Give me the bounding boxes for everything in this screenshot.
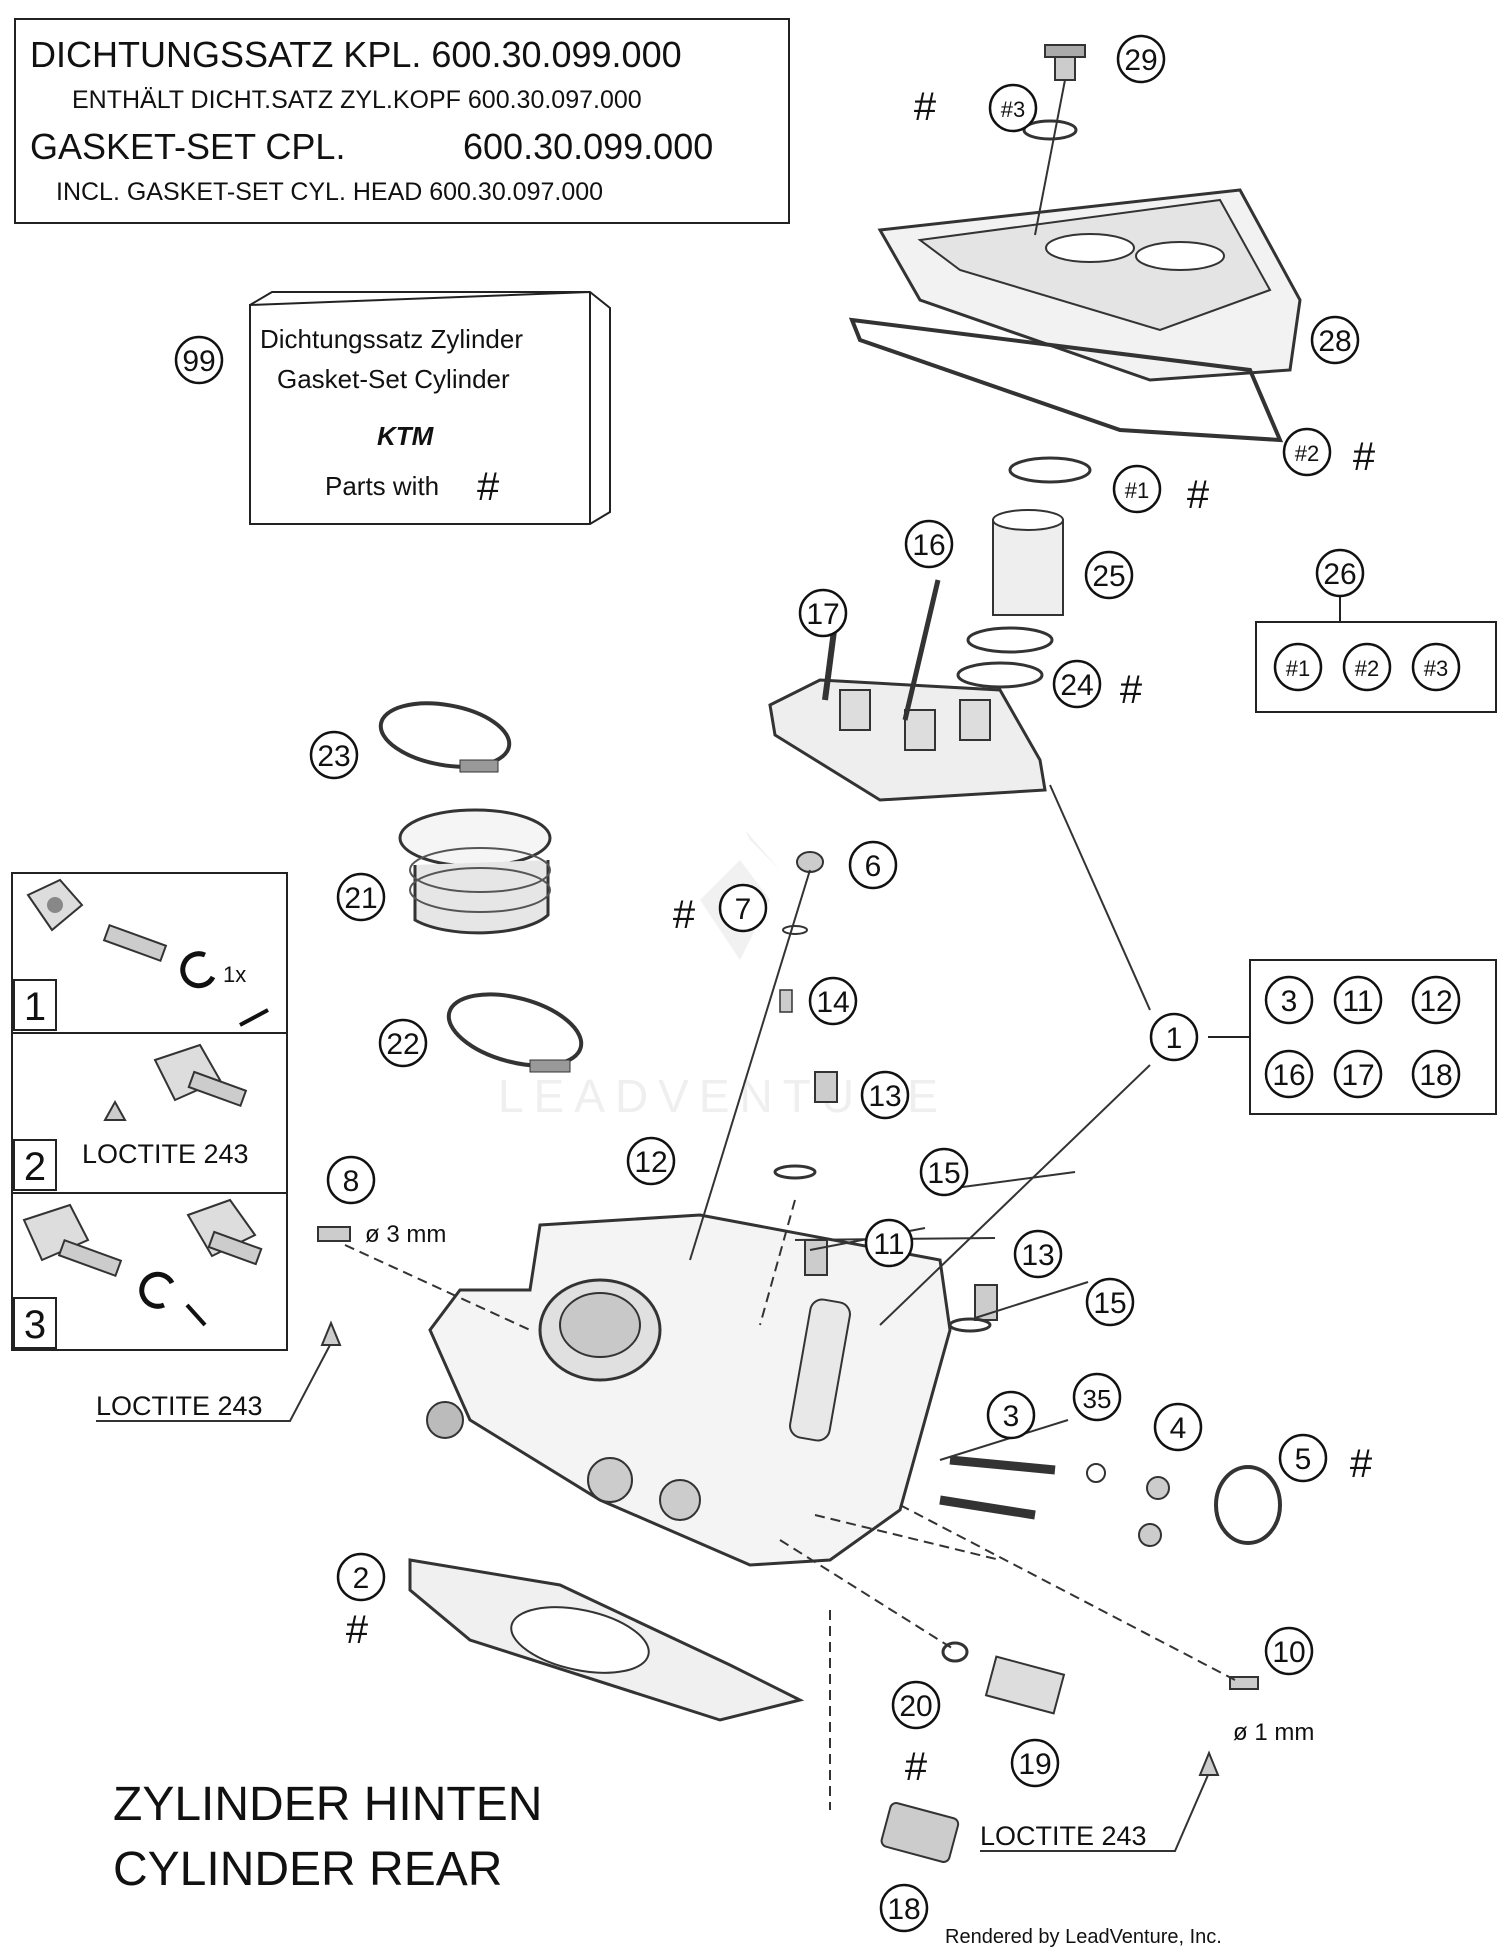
step-3-number: 3 bbox=[24, 1303, 46, 1347]
hash-mark-20: # bbox=[905, 1745, 928, 1789]
callout-19: 19 bbox=[1018, 1748, 1051, 1781]
header-en-label: GASKET-SET CPL. bbox=[30, 126, 346, 167]
hash-mark-7: # bbox=[673, 893, 696, 937]
callout-15-lower: 15 bbox=[1093, 1287, 1126, 1320]
kit-line3: Parts with bbox=[325, 471, 439, 501]
step-1-number: 1 bbox=[24, 985, 46, 1029]
kit-line2: Gasket-Set Cylinder bbox=[277, 364, 510, 394]
callout-24: 24 bbox=[1060, 669, 1093, 702]
callout-6: 6 bbox=[865, 850, 882, 883]
callout-hash1: #1 bbox=[1125, 478, 1149, 503]
callout-20: 20 bbox=[899, 1690, 932, 1723]
callout-23: 23 bbox=[317, 740, 350, 773]
hash-mark-2: # bbox=[1353, 435, 1376, 479]
spark-plug-tube bbox=[956, 456, 1092, 689]
cover-bolt-29 bbox=[1022, 44, 1086, 236]
callout-hash2: #2 bbox=[1295, 441, 1319, 466]
step-2-text: LOCTITE 243 bbox=[82, 1139, 249, 1169]
callout-28: 28 bbox=[1318, 325, 1351, 358]
diameter-8: ø 3 mm bbox=[365, 1221, 446, 1248]
callout-circles bbox=[174, 34, 1461, 1933]
hash-mark-3: # bbox=[914, 85, 937, 129]
header-en-sub: INCL. GASKET-SET CYL. HEAD 600.30.097.00… bbox=[56, 178, 604, 206]
loctite-left: LOCTITE 243 bbox=[96, 1391, 263, 1421]
kit-hash: # bbox=[477, 465, 500, 509]
loctite-bottom: LOCTITE 243 bbox=[980, 1821, 1147, 1851]
group-1-item-17: 17 bbox=[1341, 1059, 1374, 1092]
leader-lines bbox=[96, 784, 1236, 1852]
hash-mark-2-gasket: # bbox=[346, 1608, 369, 1652]
callout-hash3: #3 bbox=[1001, 97, 1025, 122]
gasket-kit-box: Dichtungssatz Zylinder Gasket-Set Cylind… bbox=[249, 290, 611, 525]
group-1-item-12: 12 bbox=[1419, 985, 1452, 1018]
callout-4: 4 bbox=[1170, 1412, 1187, 1445]
small-parts bbox=[317, 851, 1282, 1863]
camshaft-bridge bbox=[768, 579, 1047, 802]
step-panels bbox=[11, 872, 288, 1351]
group-1-item-16: 16 bbox=[1272, 1059, 1305, 1092]
intake-boot-21 bbox=[398, 808, 552, 935]
callout-12: 12 bbox=[634, 1146, 667, 1179]
title-de: ZYLINDER HINTEN bbox=[113, 1778, 542, 1831]
svg-text:KTM: KTM bbox=[377, 421, 435, 451]
kit-callout-99: 99 bbox=[182, 345, 215, 378]
step-1-note: 1x bbox=[223, 962, 246, 987]
header-de-sub: ENTHÄLT DICHT.SATZ ZYL.KOPF 600.30.097.0… bbox=[72, 86, 642, 114]
kit-line1: Dichtungssatz Zylinder bbox=[260, 324, 523, 354]
callout-25: 25 bbox=[1092, 560, 1125, 593]
hash-mark-1: # bbox=[1187, 473, 1210, 517]
group-26-callout: 26 bbox=[1323, 558, 1356, 591]
callout-2: 2 bbox=[353, 1562, 370, 1595]
hose-clamp-23 bbox=[378, 701, 512, 773]
hash-mark-5: # bbox=[1350, 1442, 1373, 1486]
callout-35: 35 bbox=[1083, 1384, 1112, 1414]
callout-16: 16 bbox=[912, 529, 945, 562]
group-26-item-2: #2 bbox=[1355, 656, 1379, 681]
group-1-item-18: 18 bbox=[1419, 1059, 1452, 1092]
header-en-number: 600.30.099.000 bbox=[463, 126, 714, 167]
diameter-10: ø 1 mm bbox=[1233, 1719, 1314, 1746]
group-1-callout: 1 bbox=[1166, 1022, 1183, 1055]
cylinder-head bbox=[426, 1213, 952, 1567]
callout-14: 14 bbox=[816, 986, 849, 1019]
callout-15-upper: 15 bbox=[927, 1157, 960, 1190]
group-26-item-3: #3 bbox=[1424, 656, 1448, 681]
callout-11: 11 bbox=[873, 1228, 904, 1261]
step-2-number: 2 bbox=[24, 1145, 46, 1189]
callout-7: 7 bbox=[735, 893, 752, 926]
callout-8: 8 bbox=[343, 1165, 360, 1198]
credit-text: Rendered by LeadVenture, Inc. bbox=[945, 1926, 1222, 1948]
ktm-logo: KTM bbox=[377, 421, 435, 451]
callout-13-upper: 13 bbox=[868, 1080, 901, 1113]
callout-3: 3 bbox=[1003, 1400, 1020, 1433]
callout-18: 18 bbox=[887, 1893, 920, 1926]
group-1-item-11: 11 bbox=[1342, 985, 1373, 1018]
callout-10: 10 bbox=[1272, 1636, 1305, 1669]
head-gasket bbox=[408, 1558, 805, 1722]
group-1-item-3: 3 bbox=[1281, 985, 1298, 1018]
callout-17: 17 bbox=[806, 598, 839, 631]
valve-cover bbox=[877, 188, 1302, 382]
title-en: CYLINDER REAR bbox=[113, 1843, 502, 1896]
group-26-item-1: #1 bbox=[1286, 656, 1310, 681]
gasket-set-header: DICHTUNGSSATZ KPL. 600.30.099.000 ENTHÄL… bbox=[14, 18, 790, 224]
callout-13-lower: 13 bbox=[1021, 1239, 1054, 1272]
header-de-line: DICHTUNGSSATZ KPL. 600.30.099.000 bbox=[30, 34, 682, 75]
callout-5: 5 bbox=[1295, 1443, 1312, 1476]
hash-mark-24: # bbox=[1120, 668, 1143, 712]
valve-cover-gasket bbox=[848, 317, 1284, 443]
hose-clamp-22 bbox=[446, 992, 584, 1073]
callout-21: 21 bbox=[344, 882, 377, 915]
callout-29: 29 bbox=[1124, 44, 1157, 77]
callout-22: 22 bbox=[386, 1028, 419, 1061]
